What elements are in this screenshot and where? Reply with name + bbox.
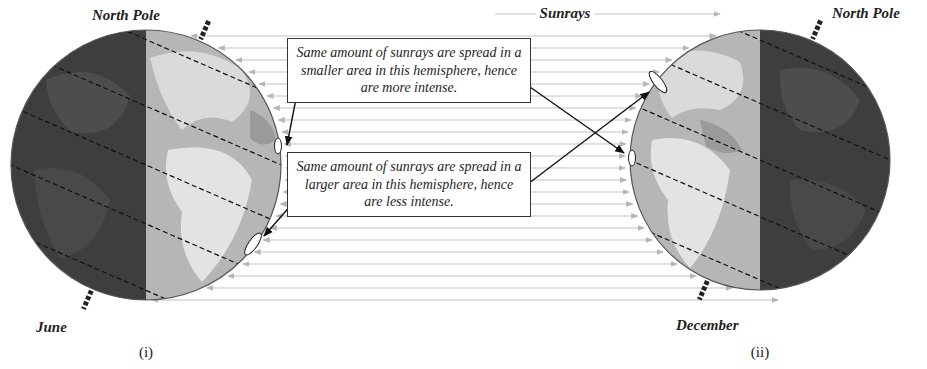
- pole-label: North Pole: [832, 4, 900, 22]
- pole-label: North Pole: [92, 6, 160, 24]
- june-globe: [166, 147, 252, 282]
- december-globe: [700, 120, 742, 153]
- december-globe: [780, 68, 860, 132]
- earth-axis: [201, 21, 209, 39]
- sunrays: [273, 107, 635, 108]
- sunrays: [191, 35, 716, 36]
- sunrays-label: Sunrays: [536, 4, 595, 22]
- june-globe: [34, 168, 110, 258]
- sunlit-patch: [275, 138, 282, 154]
- earth-axis: [699, 281, 707, 299]
- sunrays: [152, 299, 778, 300]
- june-globe: [0, 188, 296, 355]
- earth-axis: [813, 21, 821, 39]
- callout-text: Same amount of sunrays are spread in a l…: [296, 158, 522, 211]
- december-globe: [760, 20, 900, 310]
- sunlit-patch: [242, 231, 264, 257]
- sunrays: [270, 227, 644, 228]
- month-label: June: [36, 318, 67, 336]
- sunrays: [254, 251, 663, 252]
- earth-axis: [83, 21, 208, 309]
- sunrays: [228, 275, 696, 276]
- sunrays: [207, 287, 733, 288]
- june-globe: [46, 72, 130, 133]
- sunlit-patch: [646, 69, 669, 95]
- leader-arrow: [520, 92, 649, 190]
- sunrays: [282, 131, 628, 132]
- december-globe: [533, 181, 900, 340]
- december-globe: [556, 128, 923, 287]
- december-globe: [597, 33, 927, 192]
- sunrays: [243, 263, 677, 264]
- sunrays: [263, 239, 652, 240]
- globe-outline: [11, 30, 281, 300]
- sunrays: [284, 143, 626, 144]
- december-globe: [533, 0, 927, 341]
- december-globe: [658, 50, 744, 118]
- figure-number: (i): [139, 343, 153, 361]
- callout-text: Same amount of sunrays are spread in a s…: [296, 44, 522, 97]
- figure-number: (ii): [751, 343, 769, 361]
- december-globe: [651, 138, 730, 268]
- earth-axis: [699, 21, 820, 300]
- callout-box: Same amount of sunrays are spread in a l…: [287, 152, 531, 217]
- leader-arrow: [520, 80, 624, 153]
- globe-outline: [630, 30, 890, 290]
- december-globe: [577, 80, 927, 239]
- december-globe: [533, 0, 927, 341]
- june-globe: [0, 20, 146, 320]
- callout-box: Same amount of sunrays are spread in a s…: [287, 38, 531, 103]
- june-globe: [146, 20, 291, 320]
- sunrays: [495, 13, 720, 14]
- month-label: December: [676, 316, 738, 334]
- sunlit-patch: [629, 150, 636, 166]
- earth-axis: [83, 291, 91, 309]
- june-globe: [0, 132, 321, 299]
